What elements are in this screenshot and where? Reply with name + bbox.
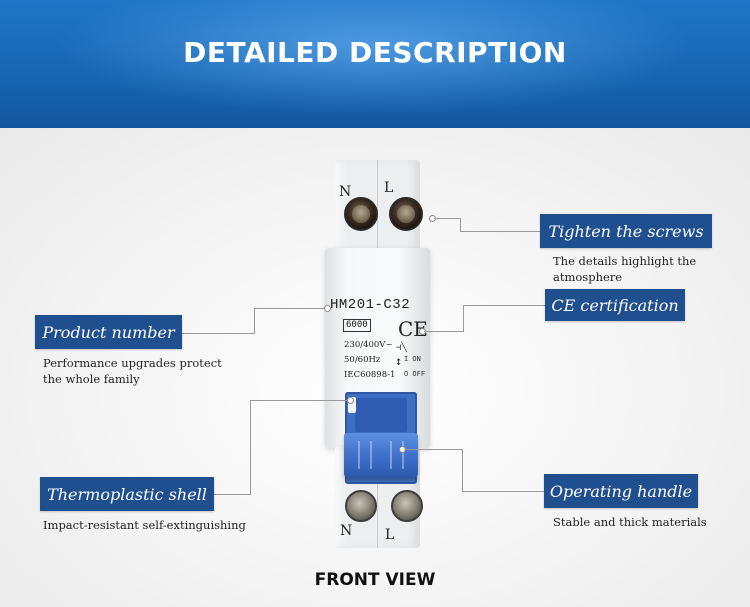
standard-rating: IEC60898-1 bbox=[344, 370, 396, 380]
pointer-line bbox=[460, 218, 461, 231]
callout-tighten-screws-description: The details highlight the atmosphere bbox=[553, 254, 697, 284]
screw-bottom-l-icon bbox=[391, 490, 423, 522]
switch-symbol-icon: ⊣╲ bbox=[396, 343, 407, 353]
on-label: I ON bbox=[404, 355, 421, 363]
screw-top-l-icon bbox=[389, 197, 423, 231]
pointer-line bbox=[463, 305, 464, 332]
terminal-label-l-bottom: L bbox=[385, 527, 395, 543]
pointer-line bbox=[463, 305, 545, 306]
voltage-rating: 230/400V~ bbox=[344, 340, 393, 350]
up-down-arrow-icon: ↕ bbox=[395, 354, 403, 368]
pointer-line bbox=[460, 231, 540, 232]
terminal-label-n-top: N bbox=[339, 184, 352, 200]
callout-thermoplastic-shell-title: Thermoplastic shell bbox=[40, 477, 214, 511]
breaking-capacity-badge: 6000 bbox=[343, 319, 371, 332]
callout-product-number-description: Performance upgrades protect the whole f… bbox=[43, 356, 222, 386]
screw-bottom-n-icon bbox=[345, 490, 377, 522]
terminal-label-l-top: L bbox=[384, 180, 394, 196]
pointer-line bbox=[254, 308, 324, 309]
pointer-line bbox=[214, 494, 251, 495]
screw-top-n-icon bbox=[344, 197, 378, 231]
pointer-line bbox=[404, 449, 463, 450]
page-title: DETAILED DESCRIPTION bbox=[183, 36, 567, 69]
pointer-line bbox=[182, 333, 255, 334]
header-banner: DETAILED DESCRIPTION bbox=[0, 0, 750, 128]
pointer-line bbox=[424, 331, 464, 332]
operating-handle[interactable] bbox=[344, 433, 418, 477]
callout-thermoplastic-shell-description: Impact-resistant self-extinguishing bbox=[43, 518, 246, 532]
off-label: O OFF bbox=[404, 370, 426, 378]
callout-operating-handle-title: Operating handle bbox=[544, 474, 698, 508]
callout-product-number-title: Product number bbox=[35, 315, 182, 349]
pointer-line bbox=[434, 218, 460, 219]
pointer-line bbox=[250, 400, 251, 494]
pointer-line bbox=[250, 400, 347, 401]
pointer-line bbox=[462, 449, 463, 491]
callout-ce-certification-title: CE certification bbox=[545, 289, 685, 321]
model-number: HM201-C32 bbox=[330, 297, 411, 313]
trip-indicator bbox=[348, 397, 356, 413]
banner-shine bbox=[0, 0, 750, 128]
terminal-label-n-bottom: N bbox=[340, 523, 353, 539]
pointer-dot-shell bbox=[347, 397, 354, 404]
pointer-line bbox=[254, 308, 255, 333]
pointer-line bbox=[462, 491, 544, 492]
view-caption: FRONT VIEW bbox=[314, 570, 436, 590]
frequency-rating: 50/60Hz bbox=[344, 355, 381, 365]
callout-tighten-screws-title: Tighten the screws bbox=[540, 214, 712, 248]
callout-operating-handle-description: Stable and thick materials bbox=[553, 515, 707, 529]
pointer-dot-model bbox=[324, 305, 331, 312]
